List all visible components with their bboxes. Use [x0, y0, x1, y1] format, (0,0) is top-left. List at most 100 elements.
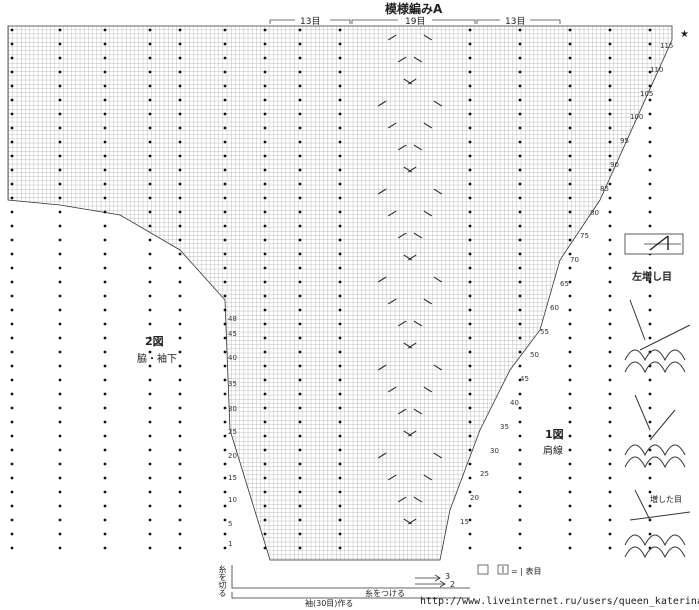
yo-mark: [58, 42, 62, 46]
yo-mark: [58, 546, 62, 550]
yo-mark: [568, 308, 572, 312]
yo-mark: [568, 378, 572, 382]
yo-mark: [518, 28, 522, 32]
yo-mark: [648, 406, 652, 410]
yo-mark: [178, 546, 182, 550]
yo-mark: [10, 378, 14, 382]
yo-mark: [263, 420, 267, 424]
yo-mark: [648, 322, 652, 326]
yo-mark: [263, 518, 267, 522]
yo-mark: [468, 546, 472, 550]
decrease-mark: [403, 342, 413, 349]
yo-mark: [263, 196, 267, 200]
row-number: 70: [570, 256, 579, 265]
yo-mark: [178, 112, 182, 116]
yo-mark: [608, 350, 612, 354]
yo-mark: [58, 182, 62, 186]
yo-mark: [10, 154, 14, 158]
decrease-mark: [433, 364, 443, 371]
yo-mark: [103, 504, 107, 508]
yo-mark: [148, 420, 152, 424]
yo-mark: [518, 364, 522, 368]
yo-mark: [263, 252, 267, 256]
yo-mark: [263, 266, 267, 270]
rows-2-label: 2: [450, 580, 456, 589]
yo-mark: [10, 42, 14, 46]
decrease-mark: [433, 188, 443, 195]
yo-mark: [648, 462, 652, 466]
yo-mark: [468, 322, 472, 326]
yo-mark: [338, 406, 342, 410]
row-number: 35: [228, 380, 237, 388]
yo-mark: [263, 28, 267, 32]
yo-mark: [178, 504, 182, 508]
yo-mark: [148, 392, 152, 396]
yo-mark: [178, 280, 182, 284]
yo-mark: [10, 434, 14, 438]
yo-mark: [298, 84, 302, 88]
count-brackets: [269, 19, 561, 24]
yo-mark: [518, 462, 522, 466]
yo-mark: [468, 280, 472, 284]
yo-mark: [178, 532, 182, 536]
row-number: 15: [228, 474, 237, 482]
yo-mark: [263, 84, 267, 88]
yo-mark: [648, 420, 652, 424]
yo-mark: [148, 42, 152, 46]
yo-mark: [648, 126, 652, 130]
yo-mark: [148, 84, 152, 88]
yo-mark: [178, 322, 182, 326]
yo-mark: [103, 490, 107, 494]
decrease-mark: [413, 320, 423, 327]
yo-mark: [468, 154, 472, 158]
decrease-mark: [407, 518, 417, 525]
yo-mark: [518, 350, 522, 354]
yo-mark: [608, 140, 612, 144]
yo-mark: [58, 126, 62, 130]
yo-mark: [223, 490, 227, 494]
yo-mark: [568, 434, 572, 438]
yo-mark: [518, 336, 522, 340]
yo-mark: [648, 476, 652, 480]
yo-mark: [608, 224, 612, 228]
row-number: 35: [500, 422, 509, 431]
yo-mark: [103, 98, 107, 102]
yo-mark: [103, 252, 107, 256]
yo-mark: [263, 210, 267, 214]
yo-mark: [568, 280, 572, 284]
yo-mark: [103, 392, 107, 396]
row-number: 15: [460, 518, 469, 526]
yo-mark: [468, 420, 472, 424]
row-number: 20: [228, 452, 237, 460]
yo-mark: [518, 70, 522, 74]
yo-mark: [298, 532, 302, 536]
yo-mark: [263, 364, 267, 368]
yo-mark: [103, 336, 107, 340]
yo-mark: [518, 112, 522, 116]
yo-mark: [178, 490, 182, 494]
row-number: 25: [228, 428, 237, 436]
yo-mark: [338, 336, 342, 340]
yo-mark: [568, 70, 572, 74]
yo-mark: [103, 210, 107, 214]
yo-mark: [58, 252, 62, 256]
yo-mark: [568, 476, 572, 480]
yo-mark: [58, 504, 62, 508]
yo-mark: [58, 266, 62, 270]
yo-mark: [148, 210, 152, 214]
yo-mark: [568, 490, 572, 494]
yo-mark: [338, 252, 342, 256]
yo-mark: [223, 336, 227, 340]
row-number: 20: [470, 494, 479, 503]
yo-mark: [518, 532, 522, 536]
yo-mark: [58, 532, 62, 536]
yo-mark: [103, 532, 107, 536]
yo-mark: [223, 84, 227, 88]
yarn-attach-label: 糸をつける: [365, 589, 405, 598]
yo-mark: [223, 252, 227, 256]
yo-mark: [468, 140, 472, 144]
yo-mark: [103, 462, 107, 466]
yo-mark: [103, 364, 107, 368]
yo-mark: [263, 546, 267, 550]
yo-mark: [338, 154, 342, 158]
